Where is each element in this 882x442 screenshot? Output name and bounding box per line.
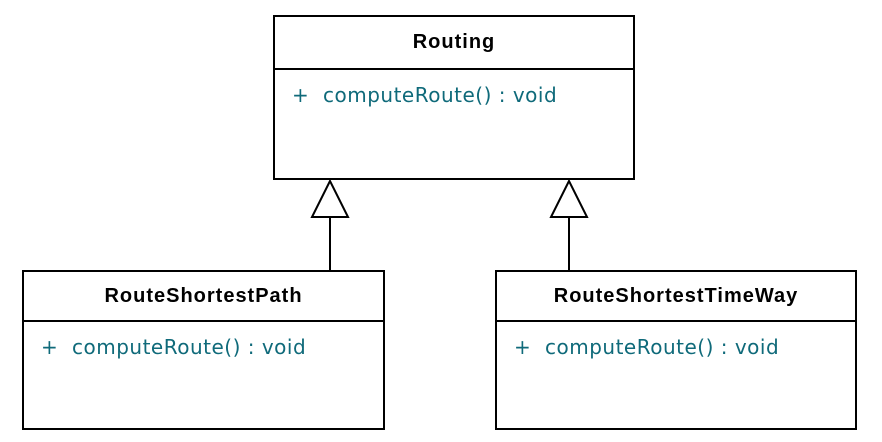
member-row: + computeRoute() : void [292, 83, 625, 107]
class-box-route-shortest-path: RouteShortestPath + computeRoute() : voi… [22, 270, 385, 430]
hollow-triangle-icon [549, 178, 589, 218]
member-row: + computeRoute() : void [41, 335, 375, 359]
hollow-triangle-icon [310, 178, 350, 218]
class-name: RouteShortestTimeWay [497, 272, 855, 322]
member-signature: computeRoute() : void [545, 335, 780, 359]
class-members-compartment: + computeRoute() : void [24, 322, 383, 428]
member-row: + computeRoute() : void [514, 335, 847, 359]
class-name: RouteShortestPath [24, 272, 383, 322]
member-signature: computeRoute() : void [72, 335, 307, 359]
class-members-compartment: + computeRoute() : void [275, 70, 633, 178]
generalization-arrow-left [310, 178, 350, 271]
class-box-routing: Routing + computeRoute() : void [273, 15, 635, 180]
member-visibility: + [514, 335, 532, 359]
member-visibility: + [292, 83, 310, 107]
class-members-compartment: + computeRoute() : void [497, 322, 855, 428]
generalization-arrow-right [549, 178, 589, 271]
member-visibility: + [41, 335, 59, 359]
class-box-route-shortest-time-way: RouteShortestTimeWay + computeRoute() : … [495, 270, 857, 430]
member-signature: computeRoute() : void [323, 83, 558, 107]
class-name: Routing [275, 17, 633, 70]
